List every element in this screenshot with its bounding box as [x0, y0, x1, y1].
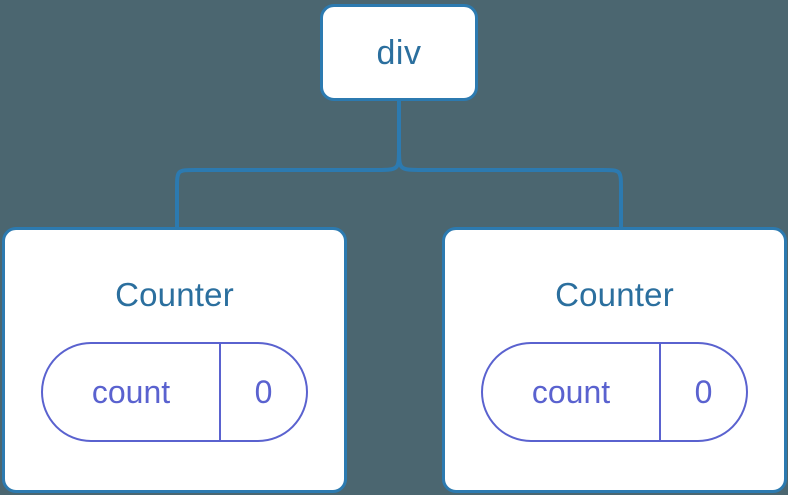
state-key-1: count	[483, 344, 661, 440]
node-counter-0-title: Counter	[115, 276, 234, 313]
connector-root-to-child-0	[175, 98, 401, 232]
connector-root-to-child-1	[397, 98, 623, 232]
node-counter-1[interactable]: Counter count 0	[442, 227, 787, 493]
state-value-0: 0	[254, 374, 273, 410]
node-counter-0[interactable]: Counter count 0	[2, 227, 347, 493]
state-value-1: 0	[694, 374, 713, 410]
state-key-0: count	[43, 344, 221, 440]
node-div-root[interactable]: div	[320, 4, 478, 101]
state-pill-0[interactable]: count 0	[41, 342, 308, 442]
state-pill-1[interactable]: count 0	[481, 342, 748, 442]
node-counter-1-title: Counter	[555, 276, 674, 313]
node-root-label: div	[376, 33, 422, 72]
